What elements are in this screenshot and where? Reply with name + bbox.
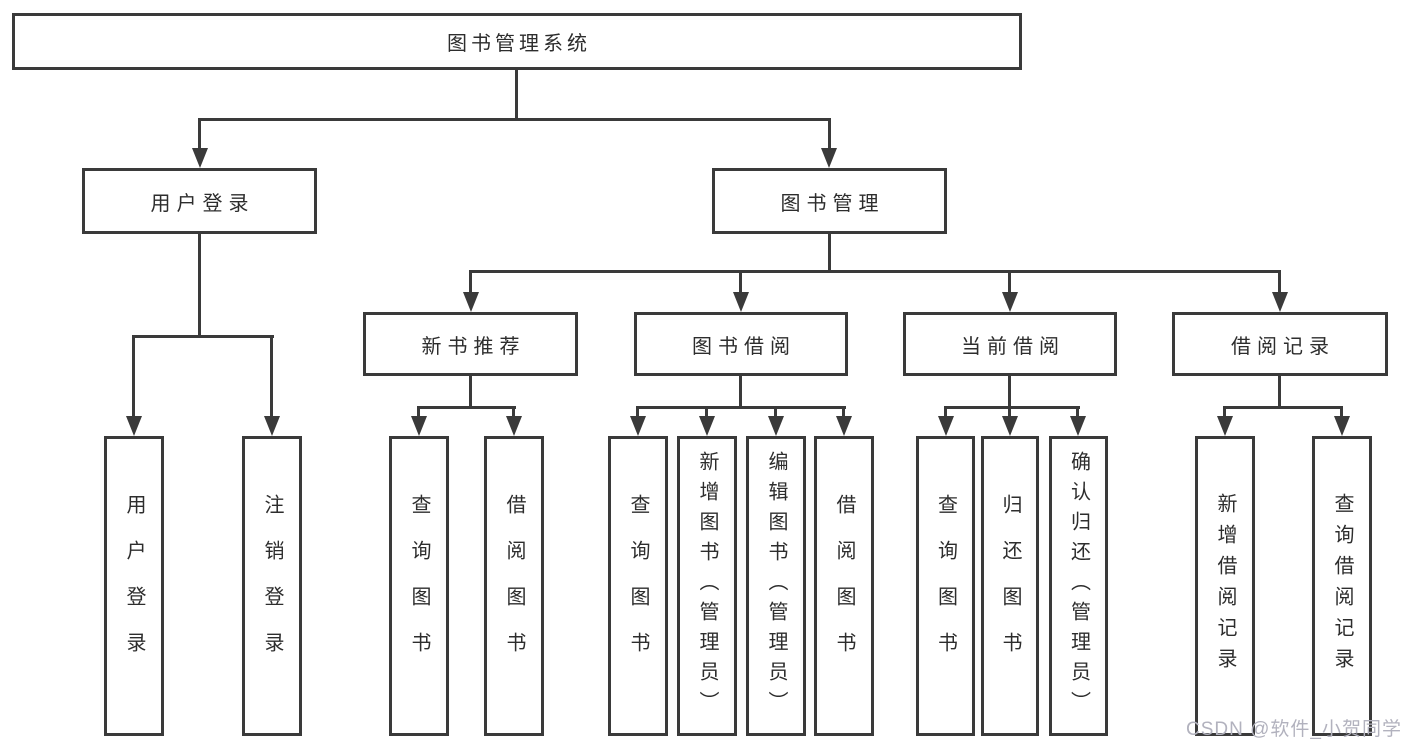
node-leaf-query-borrow-record: 查询借阅记录 xyxy=(1312,436,1372,736)
arrow-down-icon xyxy=(1272,292,1288,312)
connector-line xyxy=(1340,406,1343,418)
connector-line xyxy=(512,406,515,418)
node-library-management-system: 图书管理系统 xyxy=(12,13,1022,70)
node-leaf-query-books-borrowing: 查询图书 xyxy=(608,436,668,736)
arrow-down-icon xyxy=(938,416,954,436)
node-leaf-add-books-admin: 新增图书（管理员） xyxy=(677,436,737,736)
arrow-down-icon xyxy=(1217,416,1233,436)
connector-line xyxy=(705,406,708,418)
arrow-down-icon xyxy=(699,416,715,436)
connector-line xyxy=(1008,270,1011,294)
node-book-management: 图书管理 xyxy=(712,168,947,234)
connector-line xyxy=(1008,406,1011,418)
node-leaf-return-books: 归还图书 xyxy=(981,436,1039,736)
arrow-down-icon xyxy=(463,292,479,312)
arrow-down-icon xyxy=(630,416,646,436)
node-leaf-user-login: 用户登录 xyxy=(104,436,164,736)
connector-line xyxy=(1278,270,1281,294)
connector-line xyxy=(828,118,831,150)
connector-line xyxy=(1223,406,1226,418)
connector-line xyxy=(842,406,845,418)
node-leaf-add-borrow-record: 新增借阅记录 xyxy=(1195,436,1255,736)
arrow-down-icon xyxy=(126,416,142,436)
connector-line xyxy=(1278,376,1281,409)
arrow-down-icon xyxy=(506,416,522,436)
connector-line xyxy=(636,406,846,409)
connector-line xyxy=(1223,406,1343,409)
connector-line xyxy=(944,406,947,418)
arrow-down-icon xyxy=(836,416,852,436)
connector-line xyxy=(417,406,516,409)
arrow-down-icon xyxy=(192,148,208,168)
node-leaf-confirm-return-admin: 确认归还（管理员） xyxy=(1049,436,1108,736)
arrow-down-icon xyxy=(1334,416,1350,436)
arrow-down-icon xyxy=(1002,292,1018,312)
connector-line xyxy=(636,406,639,418)
node-user-login: 用户登录 xyxy=(82,168,317,234)
arrow-down-icon xyxy=(411,416,427,436)
connector-line xyxy=(469,270,1281,273)
connector-line xyxy=(739,270,742,294)
connector-line xyxy=(739,376,742,409)
node-leaf-query-books-current: 查询图书 xyxy=(916,436,975,736)
arrow-down-icon xyxy=(768,416,784,436)
connector-line xyxy=(828,234,831,273)
connector-line xyxy=(198,118,831,121)
node-current-borrowing: 当前借阅 xyxy=(903,312,1117,376)
arrow-down-icon xyxy=(733,292,749,312)
connector-line xyxy=(1076,406,1079,418)
connector-line xyxy=(944,406,1080,409)
node-new-book-recommendation: 新书推荐 xyxy=(363,312,578,376)
arrow-down-icon xyxy=(1002,416,1018,436)
connector-line xyxy=(198,234,201,338)
connector-line xyxy=(132,335,135,417)
connector-line xyxy=(133,335,274,338)
connector-line xyxy=(515,70,518,121)
node-leaf-query-books-recommend: 查询图书 xyxy=(389,436,449,736)
arrow-down-icon xyxy=(264,416,280,436)
node-book-borrowing: 图书借阅 xyxy=(634,312,848,376)
connector-line xyxy=(417,406,420,418)
connector-line xyxy=(270,335,273,417)
arrow-down-icon xyxy=(821,148,837,168)
connector-line xyxy=(469,376,472,409)
connector-line xyxy=(469,270,472,294)
connector-line xyxy=(1008,376,1011,409)
connector-line xyxy=(198,118,201,150)
node-leaf-logout: 注销登录 xyxy=(242,436,302,736)
csdn-watermark: CSDN @软件_小贺同学 xyxy=(1186,719,1402,740)
arrow-down-icon xyxy=(1070,416,1086,436)
connector-line xyxy=(774,406,777,418)
node-leaf-edit-books-admin: 编辑图书（管理员） xyxy=(746,436,806,736)
node-borrowing-records: 借阅记录 xyxy=(1172,312,1388,376)
node-leaf-borrow-books-borrowing: 借阅图书 xyxy=(814,436,874,736)
node-leaf-borrow-books-recommend: 借阅图书 xyxy=(484,436,544,736)
